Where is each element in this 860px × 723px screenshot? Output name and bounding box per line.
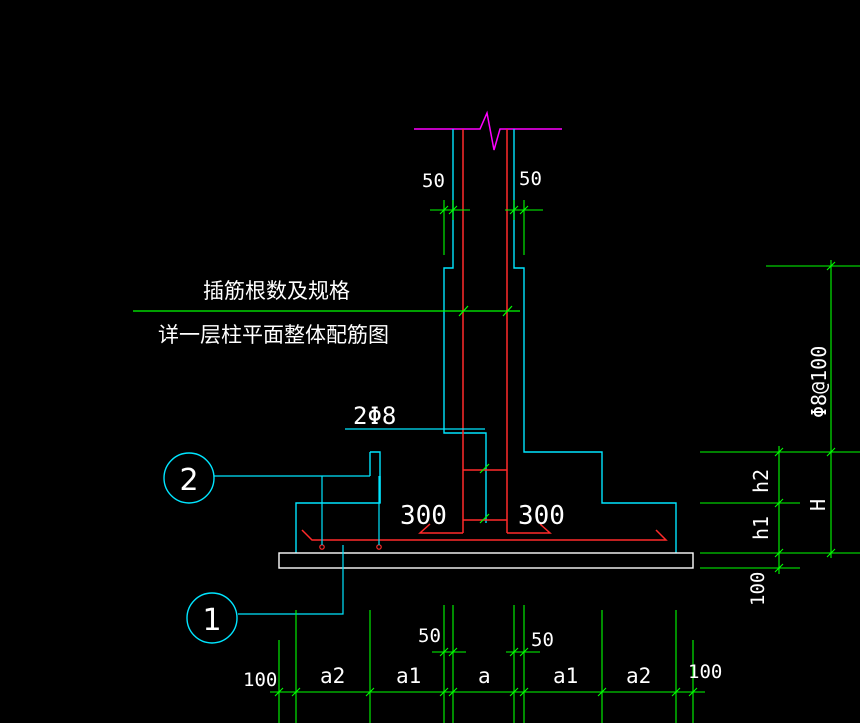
dim-right-300: 300	[518, 501, 565, 531]
cushion-layer	[278, 552, 694, 569]
dim-bottom-left-100: 100	[243, 669, 277, 691]
concrete-outline	[295, 129, 677, 553]
marker-2-label: 2	[179, 463, 198, 498]
dim-bottom-left-50: 50	[418, 625, 441, 647]
dim-bottom-a: a	[478, 664, 491, 688]
dim-bottom-a2-right: a2	[626, 664, 651, 688]
dowel-left-hook	[418, 523, 463, 534]
marker-1-circle	[186, 592, 238, 644]
column-left-outline	[443, 129, 487, 523]
marker-1-label: 1	[202, 603, 221, 638]
dim-stirrup-spacing: Φ8@100	[807, 346, 831, 418]
dim-bottom-a1-left: a1	[396, 664, 421, 688]
dimension-lines	[270, 200, 860, 723]
dim-H: H	[806, 499, 830, 511]
dim-bottom-right-50: 50	[531, 629, 554, 651]
dim-h2: h2	[749, 469, 773, 493]
dim-top-left-50: 50	[422, 170, 445, 192]
marker-2-circle	[163, 452, 215, 504]
dowel-right-hook	[507, 523, 552, 534]
dim-cushion-100: 100	[747, 572, 769, 606]
stirrups-text: 2Φ8	[353, 402, 396, 430]
bottom-bar	[301, 529, 668, 541]
dim-h1: h1	[749, 516, 773, 540]
dim-top-right-50: 50	[519, 168, 542, 190]
leader-lines	[214, 428, 485, 615]
see-plan-text: 详一层柱平面整体配筋图	[158, 323, 389, 347]
dowel-spec-text: 插筋根数及规格	[203, 279, 350, 303]
column-right-outline	[513, 129, 677, 553]
annotation-texts: 插筋根数及规格 详一层柱平面整体配筋图 2Φ8 300 300 50 50 50…	[158, 168, 831, 691]
rebar	[301, 129, 668, 541]
dim-left-300: 300	[400, 501, 447, 531]
column-break-line	[414, 110, 562, 151]
dim-bottom-a1-right: a1	[553, 664, 578, 688]
dim-bottom-right-100: 100	[688, 661, 722, 683]
dim-bottom-a2-left: a2	[320, 664, 345, 688]
